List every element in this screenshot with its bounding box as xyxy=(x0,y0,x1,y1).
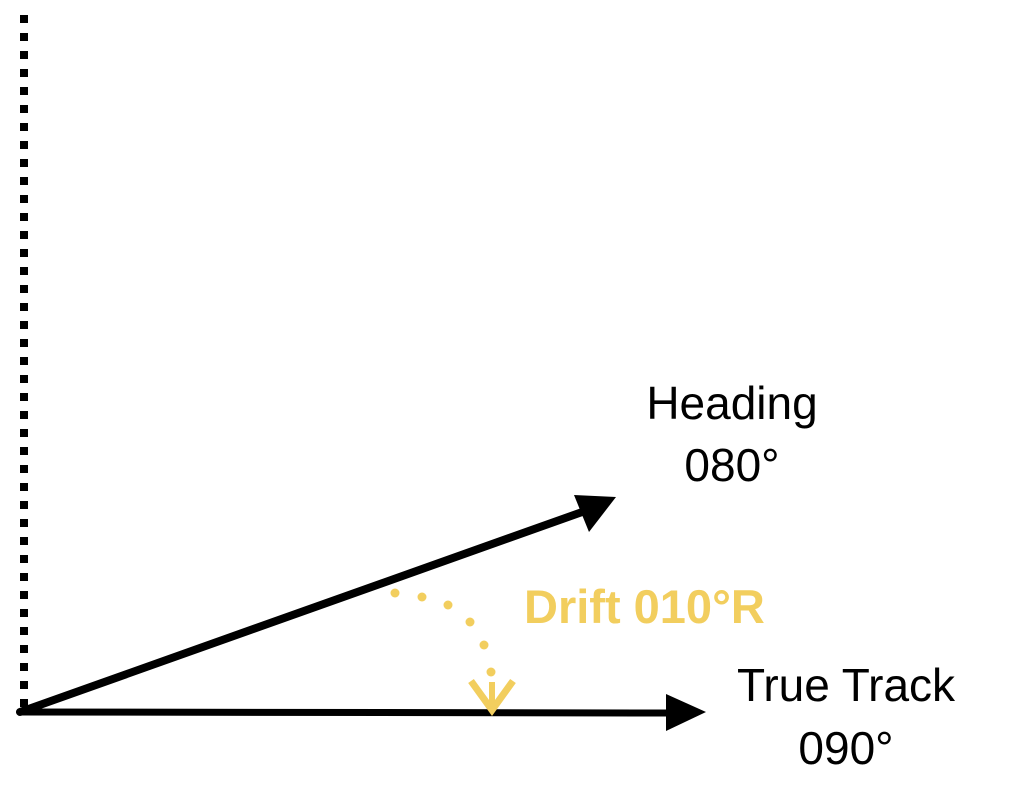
heading-label: Heading xyxy=(646,377,818,429)
true-track-value: 090° xyxy=(798,722,894,774)
drift-arrowhead xyxy=(468,678,516,716)
heading-vector-line xyxy=(16,507,589,716)
true-track-arrowhead xyxy=(666,694,706,731)
drift-label: Drift 010°R xyxy=(524,580,765,633)
true-track-vector-line xyxy=(17,708,671,717)
heading-arrowhead xyxy=(574,495,616,532)
true-track-label: True Track xyxy=(736,659,956,711)
drift-dotted-arc xyxy=(390,588,496,677)
heading-value: 080° xyxy=(684,439,780,491)
